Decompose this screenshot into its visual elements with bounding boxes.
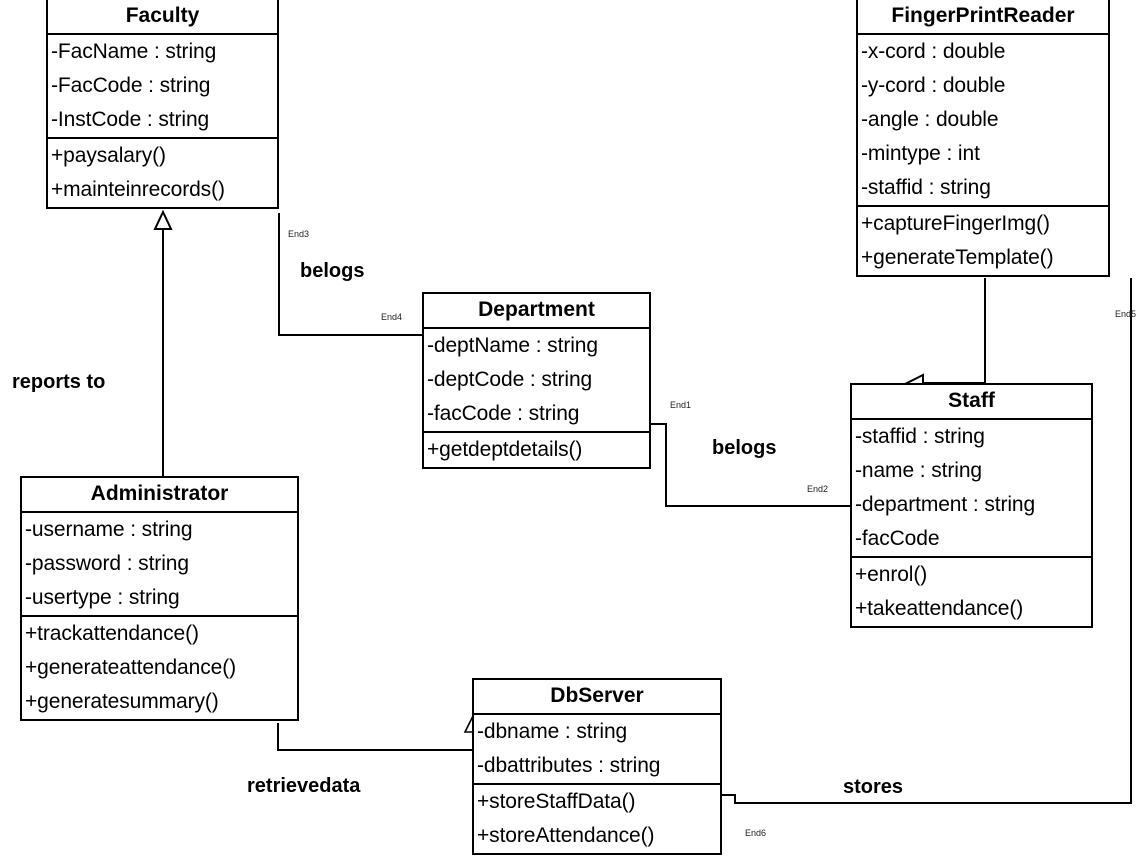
attributes-dbserver: -dbname : string -dbattributes : string [474,712,720,783]
class-box-administrator[interactable]: Administrator -username : string -passwo… [20,476,299,721]
operations-department: +getdeptdetails() [424,430,649,467]
attribute: -y-cord : double [861,73,1006,97]
operations-faculty: +paysalary() +mainteinrecords() [48,136,277,207]
connector-administrator-faculty [153,209,173,476]
operation: +trackattendance() [25,621,199,645]
attribute: -dbname : string [477,719,628,743]
operations-staff: +enrol() +takeattendance() [852,555,1091,626]
attribute: -deptName : string [427,333,598,357]
operation: +storeAttendance() [477,823,655,847]
operation: +enrol() [855,562,928,586]
attribute: -mintype : int [861,141,980,165]
class-box-dbserver[interactable]: DbServer -dbname : string -dbattributes … [472,678,722,855]
attribute: -staffid : string [861,175,991,199]
operation: +mainteinrecords() [51,177,225,201]
operation: +storeStaffData() [477,789,636,813]
attribute: -facCode [855,526,940,550]
association-end-label-end5: End5 [1115,309,1137,319]
class-box-department[interactable]: Department -deptName : string -deptCode … [422,292,651,469]
class-name-faculty: Faculty [125,4,200,27]
operation: +takeattendance() [855,596,1024,620]
operations-dbserver: +storeStaffData() +storeAttendance() [474,782,720,853]
class-box-fingerprintreader[interactable]: FingerPrintReader -x-cord : double -y-co… [856,0,1110,277]
association-end-label-end3: End3 [288,229,310,239]
class-box-staff[interactable]: Staff -staffid : string -name : string -… [850,383,1093,628]
operation: +generatesummary() [25,689,219,713]
attribute: -dbattributes : string [477,753,661,777]
attribute: -name : string [855,458,982,482]
class-name-administrator: Administrator [90,482,229,505]
association-label-retrievedata: retrievedata [247,775,361,797]
attribute: -usertype : string [25,585,180,609]
operations-fingerprintreader: +captureFingerImg() +generateTemplate() [858,204,1108,275]
attribute: -department : string [855,492,1036,516]
association-end-label-end1: End1 [670,400,692,410]
association-label-belogs-department-staff: belogs [712,437,777,459]
attributes-administrator: -username : string -password : string -u… [22,510,297,615]
attribute: -x-cord : double [861,39,1006,63]
operation: +paysalary() [51,143,166,167]
class-name-staff: Staff [948,389,995,412]
attribute: -password : string [25,551,189,575]
attribute: -username : string [25,517,193,541]
operation: +captureFingerImg() [861,211,1050,235]
class-name-department: Department [478,298,595,321]
class-name-dbserver: DbServer [550,684,644,707]
association-label-stores: stores [843,776,904,798]
association-label-belogs-faculty-department: belogs [300,260,365,282]
attribute: -InstCode : string [51,107,210,131]
operations-administrator: +trackattendance() +generateattendance()… [22,614,297,719]
class-name-fingerprintreader: FingerPrintReader [891,4,1075,27]
association-end-label-end6: End6 [745,828,767,838]
attributes-staff: -staffid : string -name : string -depart… [852,417,1091,556]
association-label-reports-to: reports to [12,371,106,393]
connector-administrator-dbserver [277,716,481,751]
operation: +generateTemplate() [861,245,1054,269]
attribute: -deptCode : string [427,367,593,391]
attribute: -angle : double [861,107,999,131]
class-box-faculty[interactable]: Faculty -FacName : string -FacCode : str… [46,0,279,209]
attributes-faculty: -FacName : string -FacCode : string -Ins… [48,32,277,137]
attributes-department: -deptName : string -deptCode : string -f… [424,326,649,431]
association-end-label-end4: End4 [381,312,403,322]
association-end-label-end2: End2 [807,484,829,494]
attribute: -FacCode : string [51,73,211,97]
attribute: -FacName : string [51,39,217,63]
operation: +generateattendance() [25,655,236,679]
operation: +getdeptdetails() [427,437,583,461]
connector-fingerprintreader-staff [904,278,986,393]
attributes-fingerprintreader: -x-cord : double -y-cord : double -angle… [858,32,1108,205]
attribute: -facCode : string [427,401,580,425]
attribute: -staffid : string [855,424,985,448]
